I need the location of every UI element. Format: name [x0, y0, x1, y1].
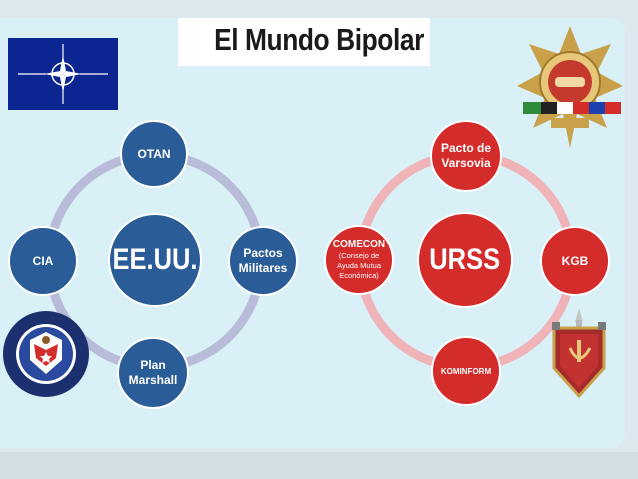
- comecon-label: COMECON: [332, 239, 386, 250]
- otan-node: OTAN: [120, 120, 188, 188]
- plan-label: Plan: [140, 358, 166, 372]
- militares-label: Militares: [238, 261, 288, 275]
- warsaw-pact-emblem-icon: [515, 24, 625, 154]
- plan-marshall-node: Plan Marshall: [117, 337, 189, 409]
- kominform-node: KOMINFORM: [431, 336, 501, 406]
- nato-flag-icon: [8, 38, 118, 110]
- kominform-label: KOMINFORM: [440, 366, 492, 376]
- comecon-sub-3: Económica): [339, 271, 379, 280]
- usa-center-node: EE.UU.: [108, 213, 202, 307]
- pactos-label: Pactos: [243, 246, 283, 260]
- otan-label: OTAN: [137, 146, 171, 161]
- comecon-node: COMECON (Consejo de Ayuda Mutua Económic…: [324, 225, 394, 295]
- kgb-node: KGB: [540, 226, 610, 296]
- cia-seal-icon: [2, 310, 90, 398]
- title-background: [178, 18, 430, 66]
- varsovia-label: Varsovia: [441, 156, 491, 170]
- pacto-varsovia-node: Pacto de Varsovia: [430, 120, 502, 192]
- usa-center-label: EE.UU.: [112, 243, 198, 276]
- urss-center-node: URSS: [417, 212, 513, 308]
- kgb-label: KGB: [561, 253, 589, 268]
- cia-node: CIA: [8, 226, 78, 296]
- pactos-militares-node: Pactos Militares: [228, 226, 298, 296]
- pacto-label: Pacto de: [440, 141, 491, 155]
- cia-label: CIA: [32, 253, 54, 268]
- slide-title: El Mundo Bipolar: [214, 22, 424, 57]
- comecon-sub-1: (Consejo de: [338, 251, 380, 260]
- comecon-sub-2: Ayuda Mutua: [336, 261, 382, 270]
- marshall-label: Marshall: [128, 373, 178, 387]
- kgb-emblem-icon: [550, 308, 608, 400]
- slide-footer: [0, 452, 638, 479]
- urss-center-label: URSS: [429, 243, 501, 276]
